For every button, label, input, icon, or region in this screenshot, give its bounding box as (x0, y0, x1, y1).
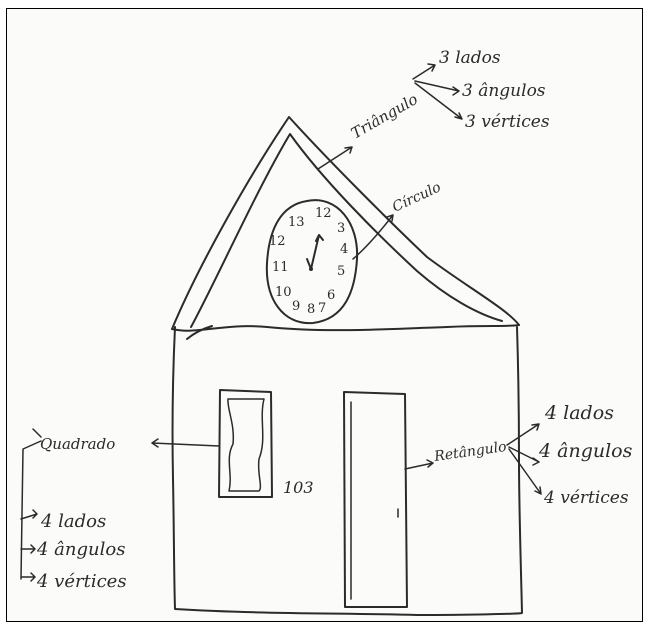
square-property: 4 vértices (36, 571, 127, 592)
clock-circle (265, 199, 359, 325)
window-square (218, 389, 273, 498)
circle-label: Círculo (390, 179, 444, 215)
triangle-arrow (317, 146, 353, 170)
roof-left-inner-edge (186, 325, 213, 340)
rectangle-property: 4 vértices (543, 488, 629, 508)
rectangle-arrow (404, 459, 434, 470)
clock-number: 6 (327, 288, 335, 303)
square-bracket (20, 428, 42, 582)
house-number: 103 (283, 478, 314, 497)
clock-number: 13 (288, 215, 305, 230)
triangle-property: 3 ângulos (462, 81, 546, 101)
clock-number: 12 (269, 234, 286, 249)
circle-arrow (352, 214, 394, 260)
house-body-outline (171, 326, 523, 616)
roof-triangle-inner (190, 133, 503, 328)
house-drawing: 13 12 3 4 5 6 7 8 9 10 11 12 103 Triângu… (20, 48, 633, 616)
square-arrow (151, 438, 220, 448)
roof-triangle-outer (171, 116, 520, 330)
triangle-property: 3 lados (439, 48, 501, 68)
triangle-label: Triângulo (348, 90, 421, 142)
rectangle-branch-arrows (506, 423, 542, 495)
square-property: 4 ângulos (36, 539, 125, 560)
clock-number: 5 (337, 264, 345, 279)
square-label: Quadrado (40, 435, 115, 453)
clock-center (309, 267, 313, 271)
clock-numbers: 13 12 3 4 5 6 7 8 9 10 11 12 (269, 206, 348, 317)
triangle-branch-arrows (412, 63, 463, 120)
clock-number: 8 (307, 302, 315, 317)
clock-number: 11 (272, 260, 289, 275)
clock-number: 12 (315, 206, 332, 221)
door-rectangle (343, 391, 408, 608)
roof-base-line (171, 324, 520, 332)
clock-number: 4 (340, 242, 348, 257)
rectangle-label: Retângulo (432, 439, 507, 465)
drawing-frame: 13 12 3 4 5 6 7 8 9 10 11 12 103 Triângu… (6, 8, 643, 622)
triangle-property: 3 vértices (465, 112, 550, 132)
window-inner-pane (227, 398, 265, 492)
clock-number: 9 (292, 299, 300, 314)
clock-number: 7 (318, 301, 326, 316)
clock-number: 10 (275, 285, 292, 300)
rectangle-property: 4 ângulos (538, 440, 633, 462)
clock-number: 3 (337, 221, 345, 236)
clock-hands (306, 234, 324, 270)
rectangle-property: 4 lados (544, 402, 614, 424)
square-property: 4 lados (40, 511, 106, 532)
